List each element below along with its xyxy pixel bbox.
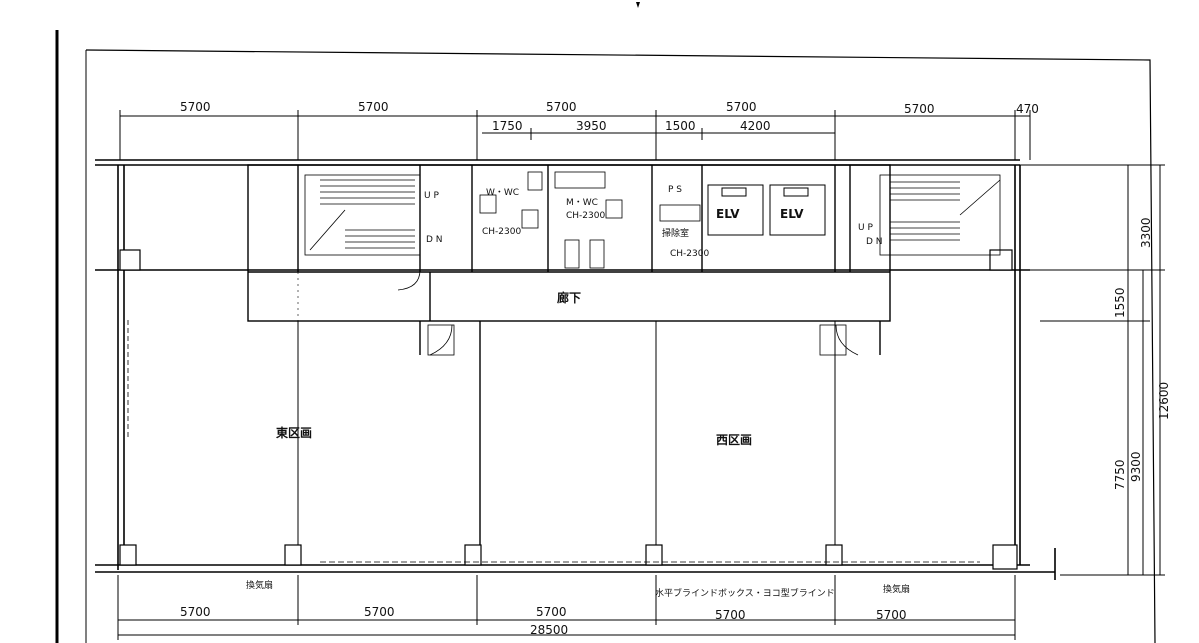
stair-left-dn-label: D N <box>426 235 443 245</box>
top-sub-dim-4: 4200 <box>740 119 771 133</box>
cleaning-room-label: 掃除室 <box>662 227 689 239</box>
bottom-dim-3: 5700 <box>536 605 567 619</box>
east-section-label: 東区画 <box>276 425 312 440</box>
right-dim-office: 7750 <box>1113 459 1127 490</box>
ch-w-label: CH-2300 <box>482 227 521 237</box>
north-arrow <box>636 2 640 8</box>
bottom-dim-2: 5700 <box>364 605 395 619</box>
right-dim-lines <box>1020 164 1165 576</box>
corridor-label: 廊下 <box>557 290 581 305</box>
stair-left <box>304 174 421 256</box>
bottom-dim-4: 5700 <box>715 608 746 622</box>
bottom-dim-ticks <box>117 575 1016 640</box>
core-walls <box>247 164 891 565</box>
west-section-label: 西区画 <box>716 433 752 447</box>
blind-note: 水平ブラインドボックス・ヨコ型ブラインド <box>655 587 835 599</box>
toilet-fixtures <box>479 171 701 269</box>
right-dim-total: 12600 <box>1157 382 1171 420</box>
columns <box>119 249 1018 570</box>
top-dim-end: 470 <box>1016 102 1039 116</box>
right-dim-corridor: 1550 <box>1113 287 1127 318</box>
grid-lines <box>297 272 836 565</box>
vent-left-label: 換気扇 <box>246 579 273 591</box>
bottom-dim-5: 5700 <box>876 608 907 622</box>
top-dim-5: 5700 <box>904 102 935 116</box>
ch-m-label: CH-2300 <box>566 211 605 221</box>
stair-right <box>879 174 1001 256</box>
stair-right-dn-label: D N <box>866 237 883 247</box>
w-wc-label: W・WC <box>486 188 519 198</box>
right-dim-office-alt: 9300 <box>1129 451 1143 482</box>
top-dim-4: 5700 <box>726 100 757 114</box>
top-sub-dim-3: 1500 <box>665 119 696 133</box>
m-wc-label: M・WC <box>566 198 598 208</box>
top-dim-2: 5700 <box>358 100 389 114</box>
stair-left-up-label: U P <box>424 191 439 201</box>
elv-1-label: ELV <box>716 207 740 221</box>
top-dim-1: 5700 <box>180 100 211 114</box>
top-dim-3: 5700 <box>546 100 577 114</box>
doors <box>397 269 859 356</box>
building-outline <box>95 159 1056 580</box>
vent-right-label: 換気扇 <box>883 583 910 595</box>
stair-right-up-label: U P <box>858 223 873 233</box>
bottom-dim-total: 28500 <box>530 623 568 637</box>
ps-label: P S <box>668 185 682 195</box>
elv-2-label: ELV <box>780 207 804 221</box>
outer-frame <box>85 49 1156 643</box>
top-dim-ticks <box>119 110 1031 160</box>
top-sub-dim-1: 1750 <box>492 119 523 133</box>
bottom-dim-1: 5700 <box>180 605 211 619</box>
ch-sw-label: CH-2300 <box>670 249 709 259</box>
right-dim-core: 3300 <box>1139 217 1153 248</box>
elevators <box>707 184 826 236</box>
top-sub-dim-2: 3950 <box>576 119 607 133</box>
